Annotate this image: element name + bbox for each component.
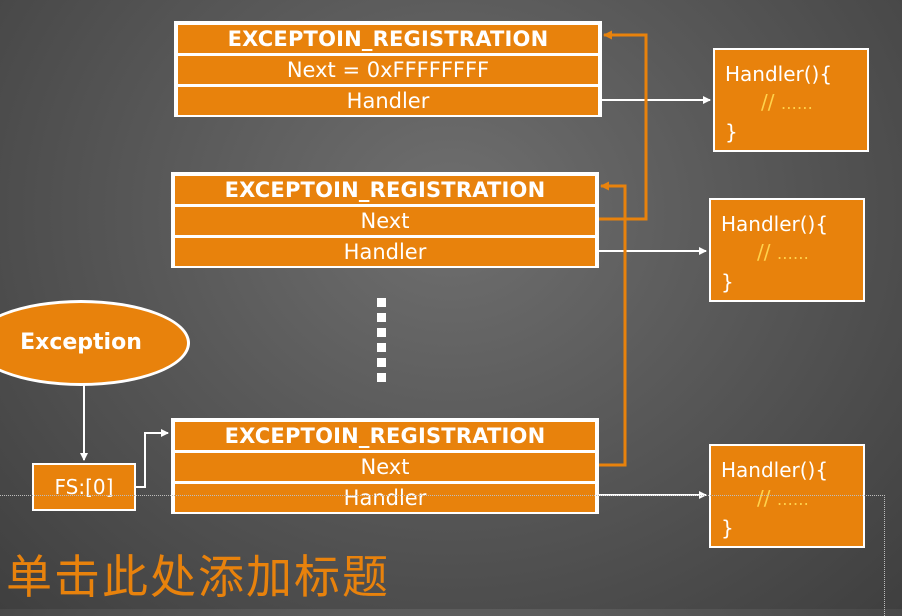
registration-next: Next (175, 207, 595, 235)
next-arrow-2-to-1 (599, 30, 648, 221)
handler-signature: Handler(){ (725, 62, 833, 86)
registration-handler: Handler (175, 484, 595, 512)
handler-close-brace: } (725, 120, 738, 144)
comment-ellipsis: …… (776, 244, 809, 263)
registration-next: Next (175, 453, 595, 481)
exception-registration-3: EXCEPTOIN_REGISTRATION Next Handler (171, 418, 599, 514)
next-arrow-3-to-2 (599, 181, 627, 467)
comment-slashes: // (761, 90, 775, 114)
title-placeholder-frame (0, 495, 885, 616)
handler-signature: Handler(){ (721, 212, 829, 236)
registration-next: Next = 0xFFFFFFFF (178, 56, 598, 84)
handler-comment: // …… (721, 484, 863, 514)
registration-title: EXCEPTOIN_REGISTRATION (175, 422, 595, 450)
comment-slashes: // (757, 240, 771, 264)
exception-node: Exception (0, 300, 190, 386)
registration-title: EXCEPTOIN_REGISTRATION (178, 25, 598, 53)
registration-title: EXCEPTOIN_REGISTRATION (175, 176, 595, 204)
registration-handler: Handler (175, 238, 595, 266)
handler-comment: // …… (725, 88, 867, 118)
comment-ellipsis: …… (776, 490, 809, 509)
comment-slashes: // (757, 486, 771, 510)
handler-close-brace: } (721, 270, 734, 294)
handler-box-1: Handler(){ // …… } (713, 48, 869, 152)
handler-box-3: Handler(){ // …… } (709, 444, 865, 548)
exception-registration-2: EXCEPTOIN_REGISTRATION Next Handler (171, 172, 599, 268)
handler-box-2: Handler(){ // …… } (709, 198, 865, 302)
title-placeholder[interactable]: 单击此处添加标题 (6, 550, 390, 604)
handler-close-brace: } (721, 516, 734, 540)
exception-registration-1: EXCEPTOIN_REGISTRATION Next = 0xFFFFFFFF… (174, 21, 602, 117)
fs-to-registration-arrow (136, 429, 169, 488)
ellipsis-dots (377, 298, 386, 382)
handler-comment: // …… (721, 238, 863, 268)
comment-ellipsis: …… (780, 94, 813, 113)
registration-handler: Handler (178, 87, 598, 115)
handler-signature: Handler(){ (721, 458, 829, 482)
